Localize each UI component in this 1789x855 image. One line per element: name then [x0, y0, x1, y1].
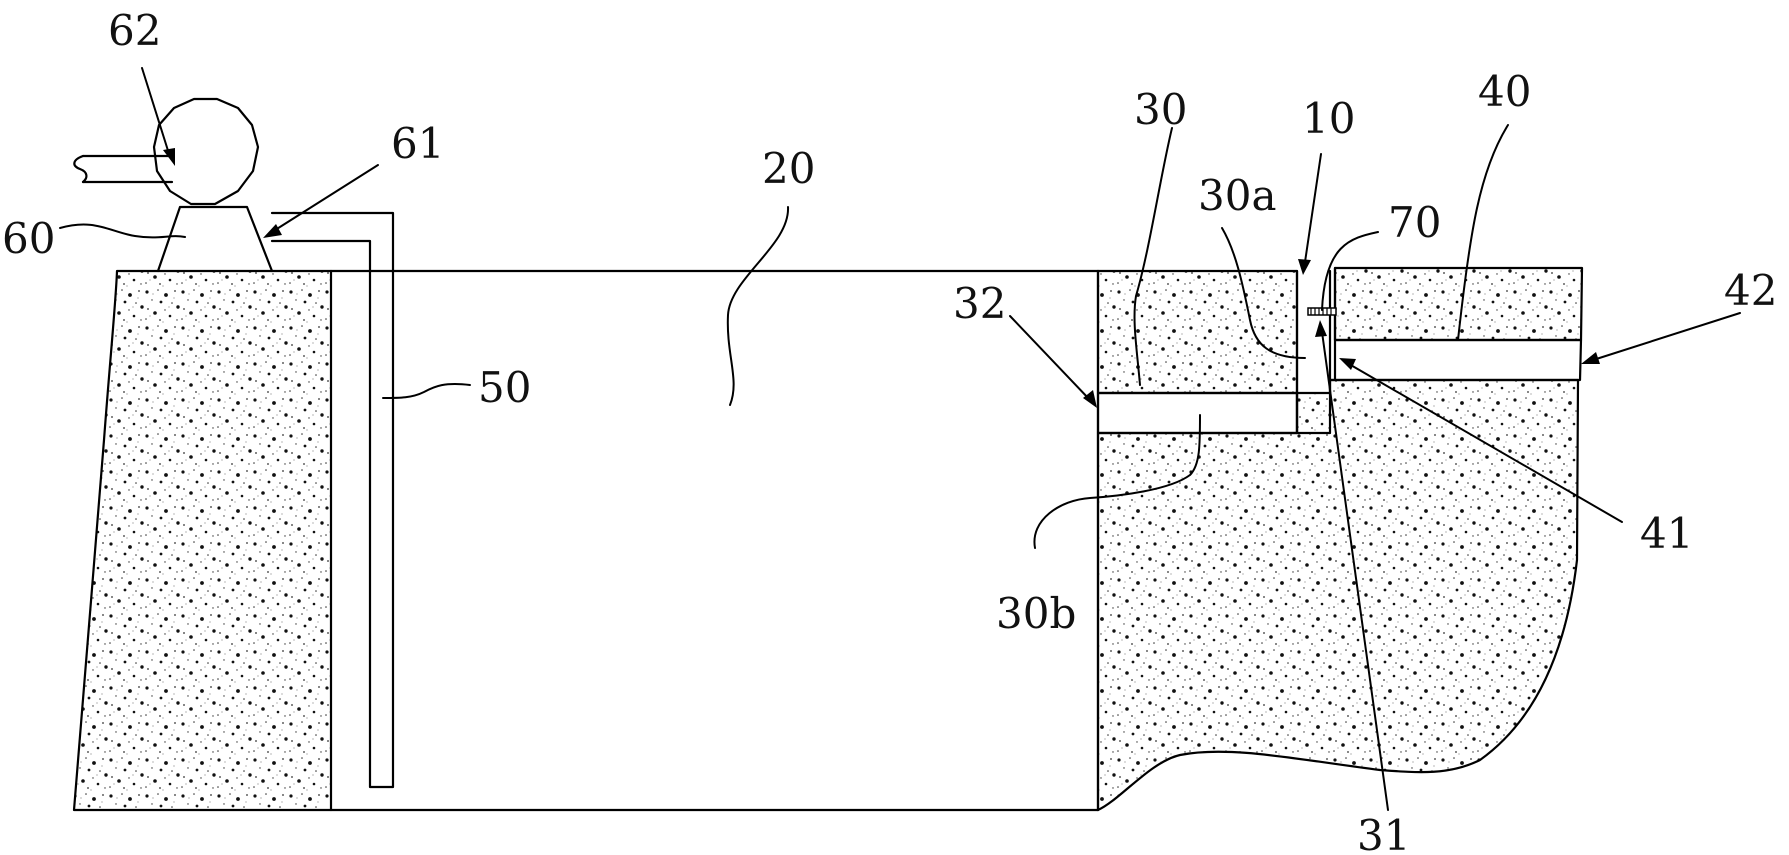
leader-42 [1589, 312, 1741, 362]
channel-42 [1333, 338, 1583, 382]
leader-30 [1133, 127, 1173, 386]
leader-62 [141, 67, 171, 158]
pump-base-60 [156, 205, 274, 273]
label-60: 60 [2, 214, 55, 263]
label-30a: 30a [1198, 171, 1276, 220]
arrowhead-10 [1298, 259, 1311, 275]
leader-20 [726, 206, 790, 406]
drain-pipe-50 [270, 211, 395, 789]
leader-10 [1304, 153, 1322, 263]
leader-32 [1009, 315, 1091, 401]
label-40: 40 [1478, 67, 1531, 116]
leader-41 [1348, 363, 1623, 523]
leader-61 [271, 164, 379, 233]
label-30b: 30b [996, 589, 1076, 638]
arrowhead-41 [1339, 358, 1356, 370]
leader-70 [1321, 231, 1379, 311]
label-32: 32 [953, 279, 1006, 328]
label-31: 31 [1357, 811, 1410, 855]
channel-32 [1096, 391, 1299, 435]
arrowhead-62 [163, 148, 175, 166]
arrowhead-31 [1315, 320, 1327, 337]
label-50: 50 [478, 363, 531, 412]
leader-30b [1033, 414, 1201, 549]
label-62: 62 [108, 6, 161, 55]
leader-30a [1221, 227, 1306, 359]
arrowhead-61 [263, 224, 282, 238]
leader-60 [59, 223, 186, 239]
shaft-10 [1295, 269, 1332, 435]
arrowhead-42 [1581, 352, 1600, 364]
label-30: 30 [1134, 85, 1187, 134]
label-20: 20 [762, 144, 815, 193]
leader-40 [1457, 124, 1509, 341]
label-10: 10 [1302, 94, 1355, 143]
leader-50 [382, 382, 471, 399]
label-42: 42 [1724, 266, 1777, 315]
left-soil-wall [72, 269, 333, 812]
label-41: 41 [1640, 509, 1693, 558]
pipe-break-icon [73, 154, 88, 184]
arrowhead-32 [1083, 390, 1097, 408]
leader-31 [1321, 331, 1389, 811]
right-soil-upper-left [1096, 269, 1299, 395]
label-70: 70 [1388, 198, 1441, 247]
pump-inlet-pipe [81, 154, 174, 184]
right-soil-lower [1096, 378, 1580, 812]
pump-icon [152, 97, 260, 206]
label-61: 61 [391, 119, 444, 168]
